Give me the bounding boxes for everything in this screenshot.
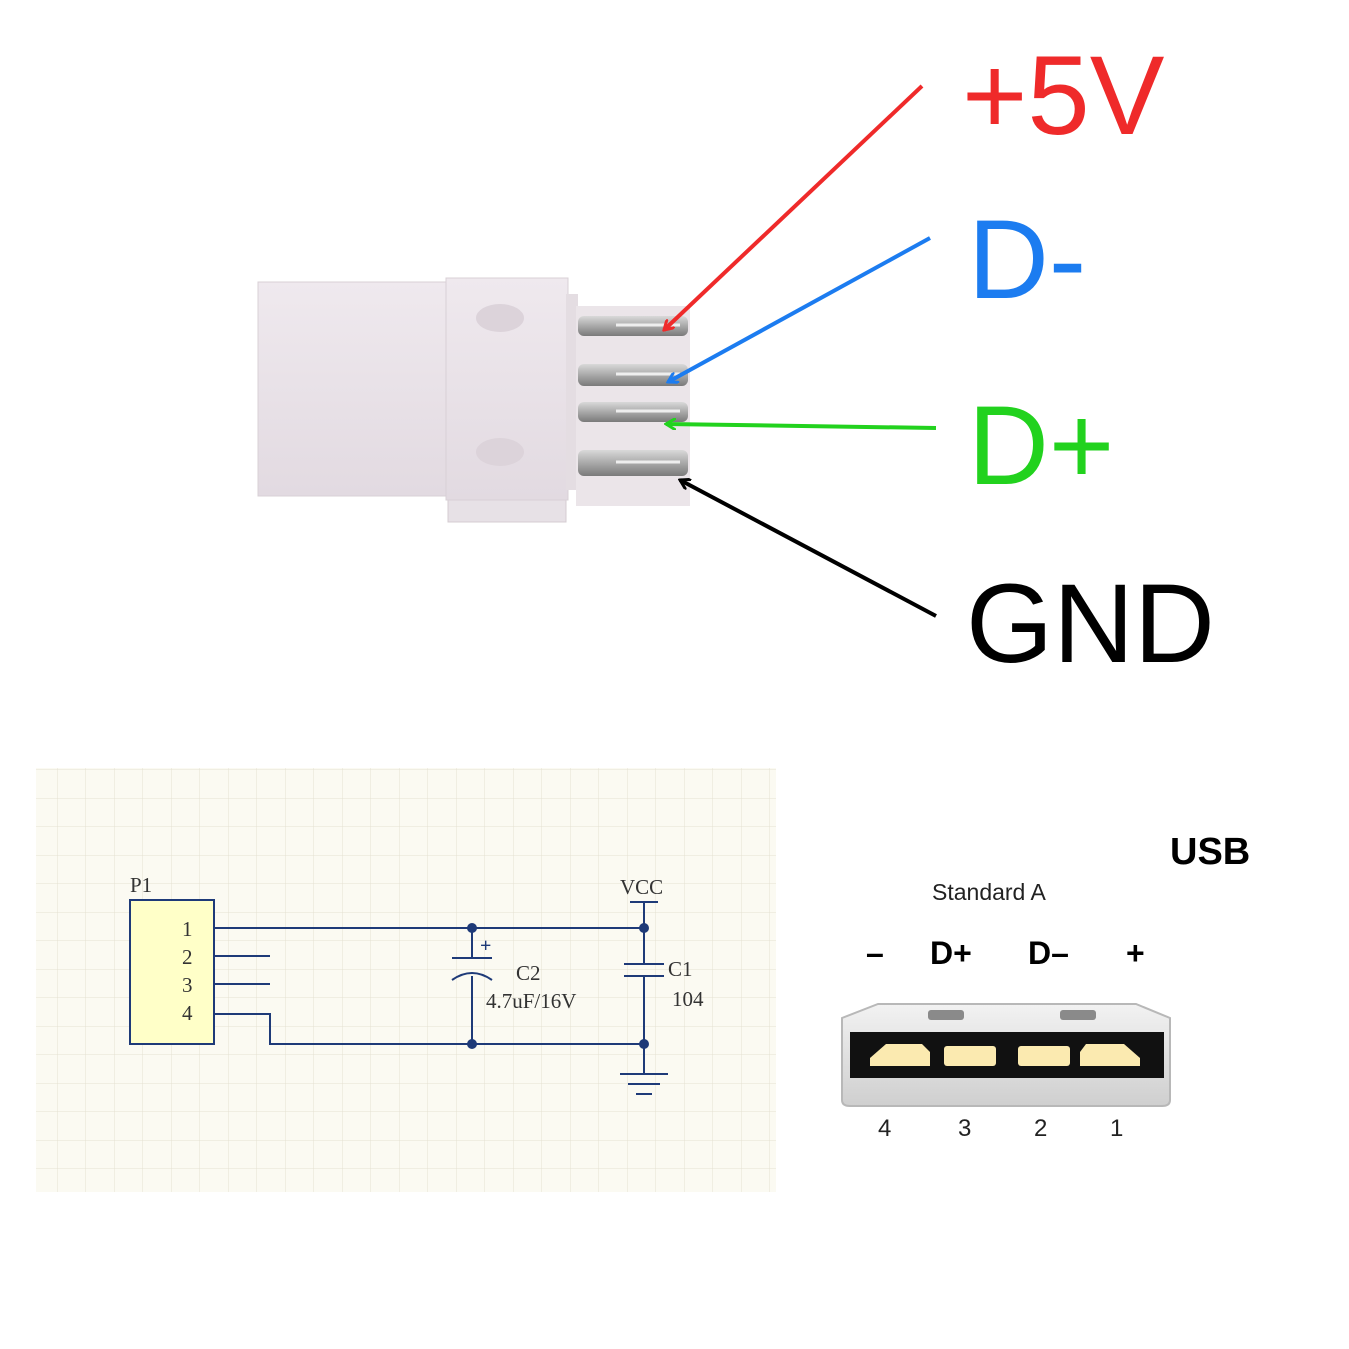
plug-contact-4 [578,450,688,476]
plug-contact-1 [578,316,688,336]
dminus-arrow [668,236,931,382]
pin-number-1: 1 [1110,1115,1123,1142]
gnd-arrow [680,480,937,618]
vcc-label: +5V [962,33,1165,158]
usb-subtitle: Standard A [932,879,1046,905]
usb-title: USB [1170,831,1250,873]
schematic-panel: P1 1 2 3 4 [36,768,776,1192]
signal-label-vcc: + [1126,935,1145,971]
usb-plug-illustration [257,277,690,523]
pin-label-3: 3 [182,973,193,997]
usb-contact-2 [1018,1046,1070,1066]
usb-pinout-panel: USB Standard A – D+ D– + 4 3 2 1 [841,831,1250,1142]
plug-contact-2 [578,364,688,386]
plug-contact-3 [578,402,688,422]
signal-label-dplus: D+ [930,935,972,971]
c2-ref: C2 [516,961,541,985]
usb-contact-3 [944,1046,996,1066]
usb-a-receptacle [841,1003,1171,1107]
dminus-label: D- [968,197,1086,322]
vcc-arrow [664,84,924,330]
signal-label-dminus: D– [1028,935,1069,971]
signal-label-gnd: – [866,935,884,971]
usb-contact-1 [1080,1044,1140,1066]
pin-number-4: 4 [878,1115,891,1142]
pin-label-1: 1 [182,917,193,941]
c2-value: 4.7uF/16V [486,989,576,1013]
pin-number-3: 3 [958,1115,971,1142]
dplus-arrow [666,424,937,428]
schematic-wires [214,901,668,1095]
pin-label-4: 4 [182,1001,193,1025]
dplus-label: D+ [968,383,1114,508]
usb-contact-4 [870,1044,930,1066]
pin-number-2: 2 [1034,1115,1047,1142]
gnd-label: GND [966,561,1215,686]
junction-dots [467,923,649,1049]
connector-body [129,899,215,1045]
connector-ref: P1 [130,873,152,897]
c1-value: 104 [672,987,704,1011]
c2-polarity-mark: + [480,935,491,957]
c1-ref: C1 [668,957,693,981]
vcc-net-label: VCC [620,875,663,899]
pin-label-2: 2 [182,945,193,969]
